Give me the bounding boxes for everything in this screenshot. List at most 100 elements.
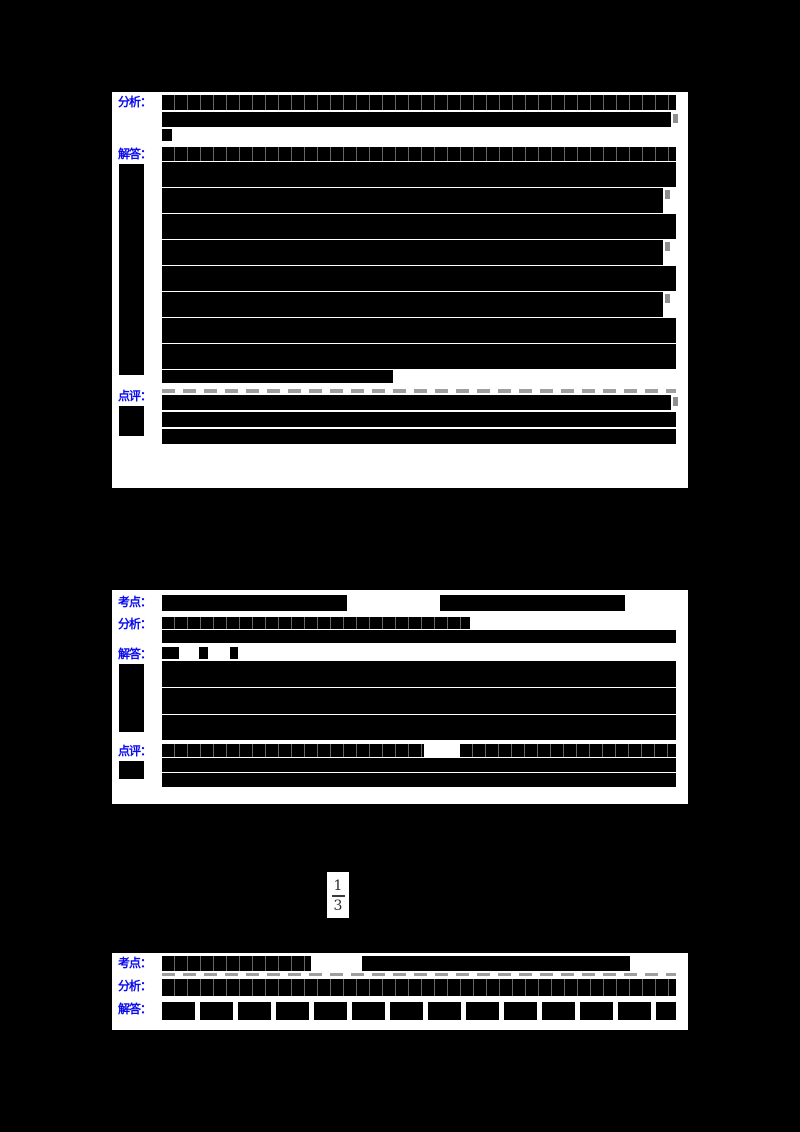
redacted-line	[162, 370, 676, 383]
row-label: 考点：	[118, 956, 152, 970]
redacted-text-segment	[162, 240, 664, 265]
fraction-one-third: 1 3	[327, 872, 349, 918]
label-underbar	[119, 164, 144, 375]
redacted-text-segment	[460, 744, 676, 757]
redacted-line	[162, 147, 676, 161]
redacted-text-segment	[162, 661, 676, 687]
redacted-text-segment	[162, 292, 664, 317]
row-label: 解答：	[118, 1002, 152, 1016]
redacted-line	[162, 617, 676, 629]
redacted-line	[162, 715, 676, 740]
redacted-text-segment	[162, 162, 676, 187]
redacted-text-segment	[162, 95, 676, 110]
redacted-text-segment	[162, 188, 664, 213]
redacted-content	[160, 979, 676, 996]
row-label-column: 分析：	[118, 979, 160, 996]
redacted-line	[162, 344, 676, 369]
redacted-text-segment	[162, 1002, 676, 1020]
row-label: 点评：	[118, 744, 152, 758]
redacted-text-segment	[162, 129, 172, 141]
row-label: 考点：	[118, 595, 152, 609]
redacted-line	[162, 292, 676, 317]
redacted-line	[162, 661, 676, 687]
row-label: 解答：	[118, 647, 152, 661]
redacted-text-segment	[162, 617, 471, 629]
redacted-line	[162, 162, 676, 187]
redacted-text-segment	[162, 429, 676, 444]
redacted-line	[162, 647, 676, 659]
redacted-line	[162, 429, 676, 444]
row-label-column: 解答：	[118, 147, 160, 383]
redacted-line	[162, 956, 676, 971]
redacted-line	[162, 630, 676, 643]
row-label-column: 分析：	[118, 617, 160, 643]
redacted-text-segment	[362, 956, 630, 971]
label-underbar	[119, 761, 144, 779]
redacted-text-segment	[162, 973, 676, 976]
row-label-column: 考点：	[118, 595, 160, 611]
redacted-line	[162, 773, 676, 787]
redacted-line	[162, 412, 676, 427]
glyph-fragment	[665, 294, 671, 303]
row-label-column: 解答：	[118, 1002, 160, 1020]
redacted-text-segment	[162, 266, 676, 291]
redacted-text-segment	[162, 630, 676, 643]
redacted-text-segment	[230, 647, 238, 659]
fraction-numerator: 1	[333, 877, 343, 894]
row-label-column: 点评：	[118, 744, 160, 787]
redacted-text-segment	[162, 715, 676, 740]
glyph-fragment	[672, 397, 678, 406]
label-underbar	[119, 406, 144, 436]
label-underbar	[119, 664, 144, 732]
redacted-line	[162, 240, 676, 265]
redacted-text-segment	[162, 112, 671, 127]
row-label-column: 点评：	[118, 389, 160, 444]
redacted-content	[160, 744, 676, 787]
redacted-content	[160, 389, 678, 444]
solution-row: 考点：	[118, 595, 676, 611]
redacted-line	[162, 266, 676, 291]
redacted-text-segment	[199, 647, 208, 659]
redacted-text-segment	[162, 370, 394, 383]
redacted-text-segment	[439, 595, 625, 611]
redacted-line	[162, 95, 676, 110]
redacted-line	[162, 395, 678, 410]
redacted-text-segment	[162, 647, 179, 659]
redacted-content	[160, 647, 676, 740]
solution-row: 分析：	[118, 617, 676, 643]
redacted-line	[162, 129, 676, 141]
redacted-line	[162, 188, 676, 213]
redacted-line	[162, 214, 676, 239]
solution-block-middle: 考点： 分析： 解答： 点评：	[112, 590, 688, 804]
solution-row: 点评：	[118, 744, 676, 787]
redacted-line	[162, 112, 678, 127]
glyph-fragment	[665, 242, 671, 251]
redacted-text-segment	[162, 395, 671, 410]
redacted-text-segment	[162, 147, 676, 161]
redacted-text-segment	[162, 595, 348, 611]
redacted-line	[162, 688, 676, 714]
redacted-content	[160, 1002, 676, 1020]
redacted-line	[162, 744, 676, 757]
redacted-line	[162, 973, 676, 976]
solution-row: 解答：	[118, 1002, 676, 1020]
row-label: 分析：	[118, 979, 152, 993]
row-label-column: 考点：	[118, 956, 160, 976]
redacted-content	[160, 95, 678, 141]
redacted-text-segment	[162, 344, 676, 369]
row-label-column: 分析：	[118, 95, 160, 141]
solution-block-top: 分析： 解答： 点评：	[112, 92, 688, 488]
redacted-content	[160, 617, 676, 643]
redacted-line	[162, 979, 676, 996]
solution-row: 分析：	[118, 95, 678, 141]
fraction-denominator: 3	[333, 897, 343, 914]
solution-block-bottom: 考点： 分析： 解答：	[112, 953, 688, 1030]
row-label: 解答：	[118, 147, 152, 161]
row-label: 点评：	[118, 389, 152, 403]
fraction-bar	[331, 894, 345, 897]
redacted-text-segment	[162, 412, 676, 427]
redacted-line	[162, 1002, 676, 1020]
redacted-content	[160, 956, 676, 976]
redacted-text-segment	[162, 758, 676, 772]
redacted-text-segment	[162, 744, 425, 757]
